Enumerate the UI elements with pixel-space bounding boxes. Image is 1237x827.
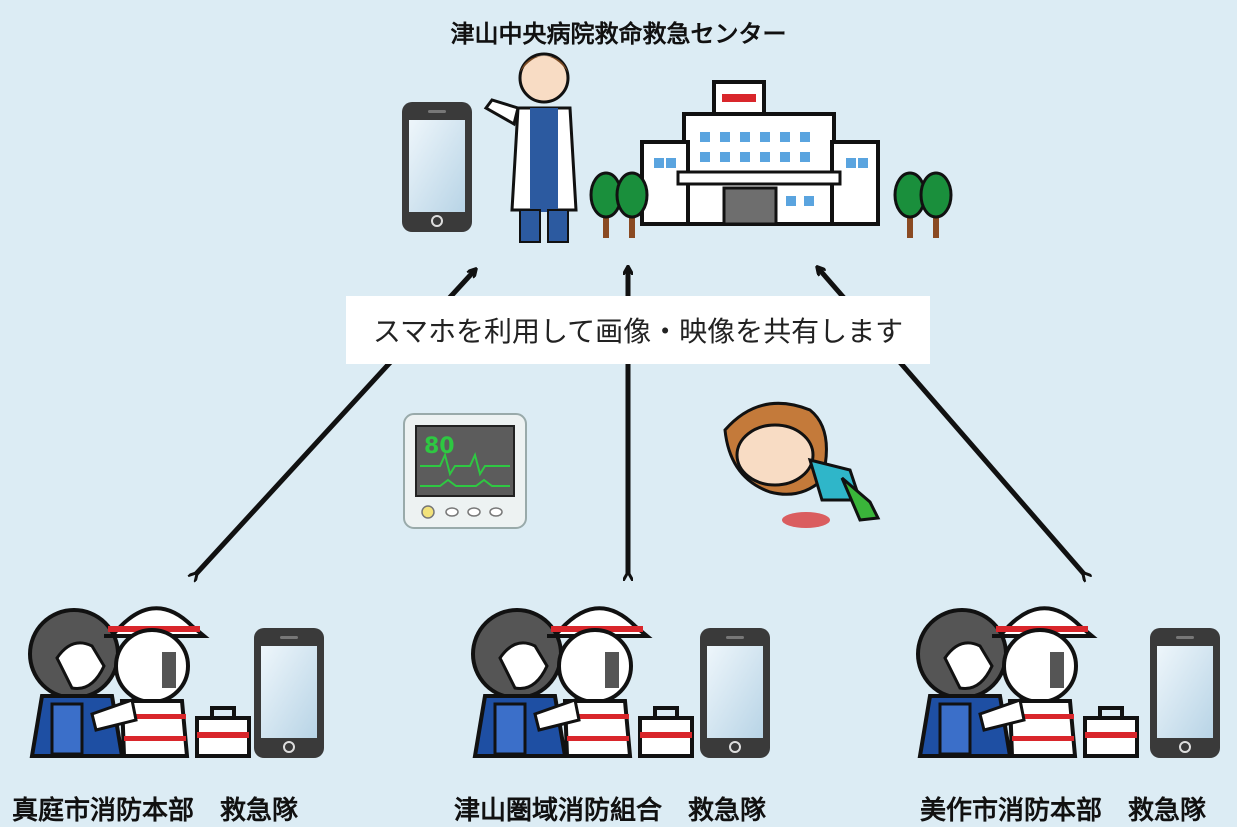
tree-icon xyxy=(589,171,623,240)
share-banner: スマホを利用して画像・映像を共有します xyxy=(346,296,930,364)
tree-icon xyxy=(615,171,649,240)
hospital-icon xyxy=(640,80,880,226)
vital-monitor-icon xyxy=(403,413,527,529)
unit-label-tsuyama: 津山圏域消防組合 救急隊 xyxy=(454,796,767,826)
tree-icon xyxy=(919,171,953,240)
smartphone-icon xyxy=(401,101,473,233)
paramedic-team-icon xyxy=(28,606,251,758)
paramedic-team-icon xyxy=(916,606,1139,758)
smartphone-icon xyxy=(1149,627,1221,759)
doctor-icon xyxy=(483,52,578,243)
paramedic-team-icon xyxy=(471,606,694,758)
unit-label-mimasaka: 美作市消防本部 救急隊 xyxy=(920,796,1207,826)
tree-icon xyxy=(893,171,927,240)
hospital-title: 津山中央病院救命救急センター xyxy=(450,20,787,48)
injured-person-icon xyxy=(723,401,881,528)
smartphone-icon xyxy=(253,627,325,759)
smartphone-icon xyxy=(699,627,771,759)
unit-label-maniwa: 真庭市消防本部 救急隊 xyxy=(12,796,299,826)
monitor-reading: 80 xyxy=(424,434,455,459)
